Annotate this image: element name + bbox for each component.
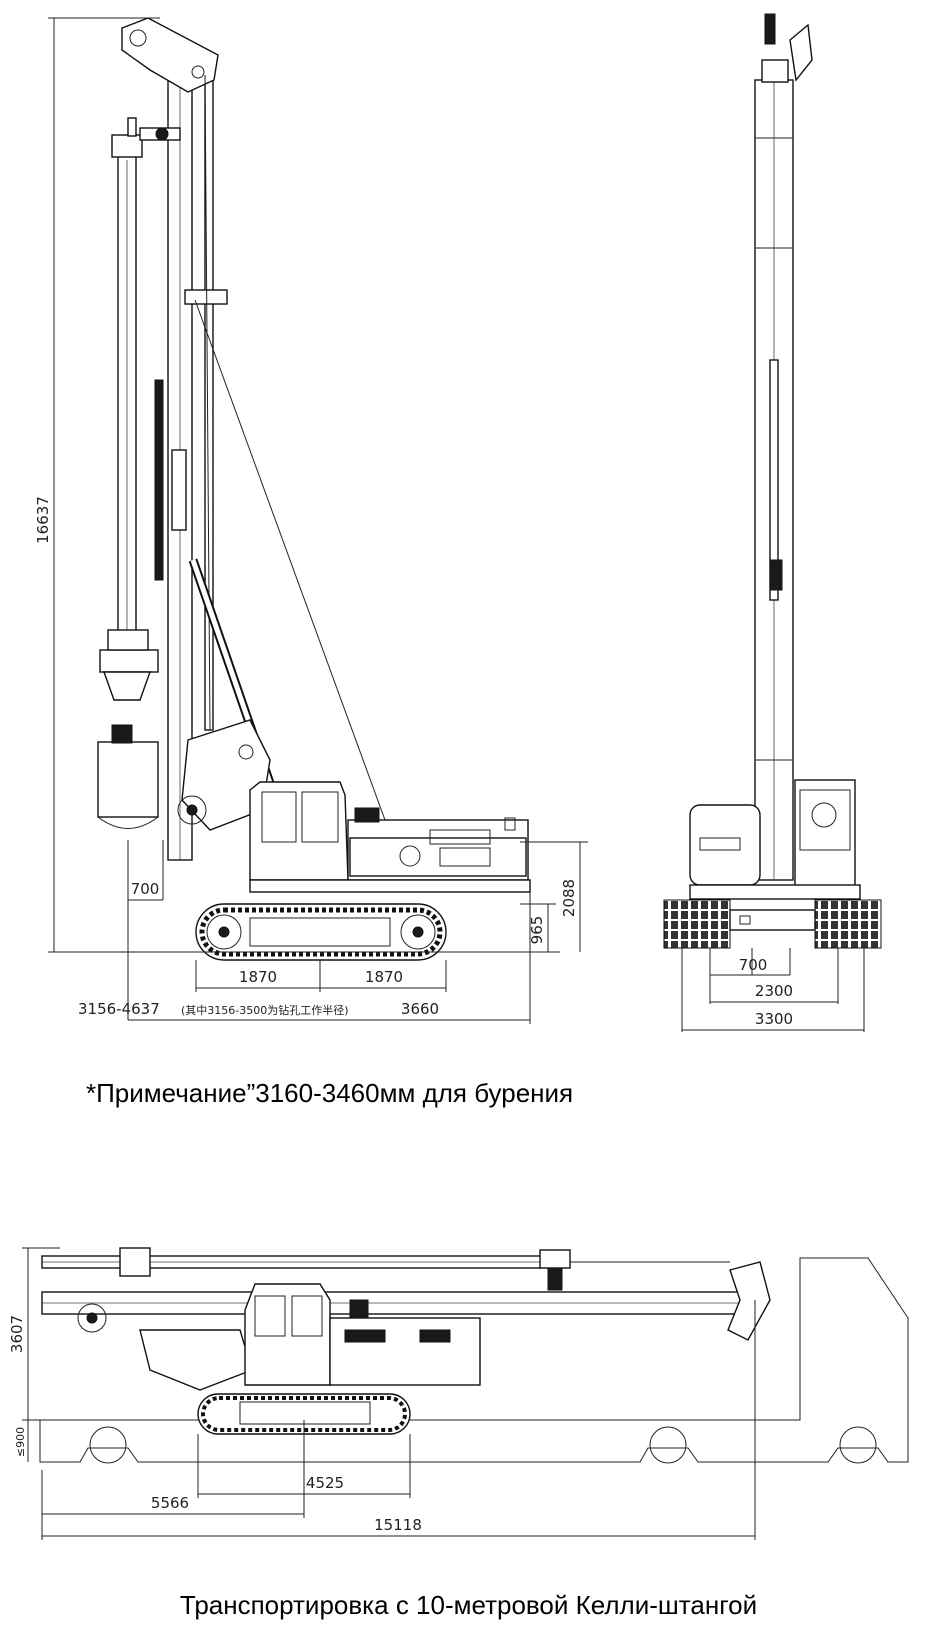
front-view-dimensions: 700 2300 3300 [681, 948, 865, 1032]
dim-track-span: 4525 [306, 1474, 344, 1492]
dim-trailer-deck: ≤900 [14, 1427, 27, 1457]
dim-track-gauge: 2300 [755, 982, 793, 1000]
dim-height-track: 965 [528, 916, 546, 945]
dim-track-left: 1870 [239, 968, 277, 986]
dim-height-cab: 2088 [560, 879, 578, 917]
transport-caption: Транспортировка с 10-метровой Келли-штан… [179, 1590, 758, 1620]
dim-overhang: 700 [131, 880, 160, 898]
dim-mast-offset: 700 [739, 956, 768, 974]
dim-transport-height: 3607 [8, 1315, 26, 1353]
front-view [663, 13, 882, 949]
drilling-note: *Примечание”3160-3460мм для бурения [86, 1078, 574, 1108]
dim-radius-note: (其中3156-3500为钻孔工作半径) [181, 1003, 349, 1017]
dim-track-right: 1870 [365, 968, 403, 986]
transport-view [39, 1247, 909, 1464]
dim-overall-width: 3300 [755, 1010, 793, 1028]
dim-front-distance: 5566 [151, 1494, 189, 1512]
dim-total-length: 15118 [374, 1516, 422, 1534]
dim-tail-length: 3660 [401, 1000, 439, 1018]
dim-height-total: 16637 [34, 496, 52, 544]
transport-view-dimensions: 3607 ≤900 4525 5566 15118 [8, 1247, 756, 1540]
dim-radius-range: 3156-4637 [78, 1000, 160, 1018]
side-view [97, 17, 531, 961]
side-view-dimensions: 16637 700 2088 965 1870 1870 3156-4637 (… [34, 17, 588, 1024]
